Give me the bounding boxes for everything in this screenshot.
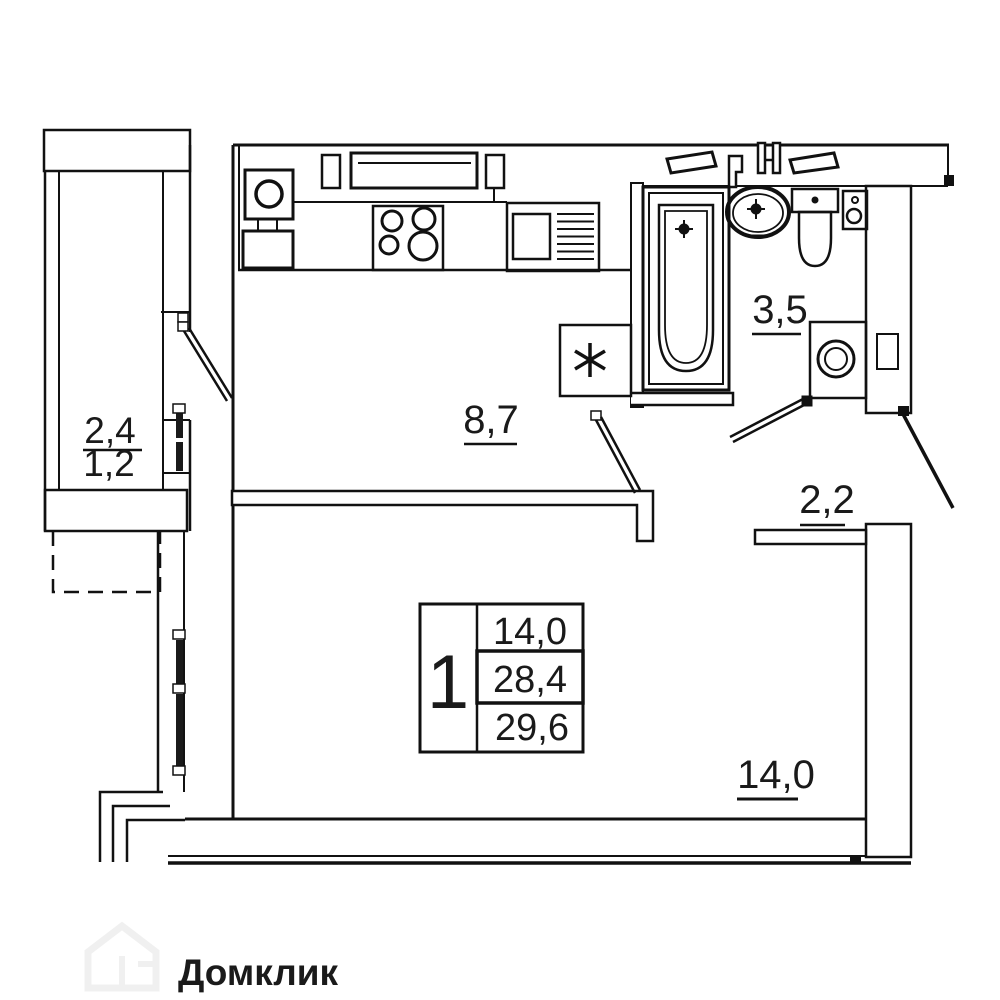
fridge-asterisk-icon — [574, 343, 606, 377]
stamp-living-area: 14,0 — [493, 611, 567, 653]
balcony-door-leaf — [182, 327, 234, 402]
kitchen-window-unit — [349, 151, 479, 190]
room-labels: 8,7 3,5 2,2 14,0 2,4 1,2 — [83, 288, 855, 801]
bathroom-door — [729, 395, 813, 444]
upper-cabinet-left — [320, 153, 342, 190]
watermark: Домклик — [84, 921, 339, 993]
balcony-reduced-area-label: 1,2 — [83, 443, 134, 484]
water-heater-icon — [841, 189, 869, 231]
fridge — [558, 323, 633, 398]
bathroom-area-label: 3,5 — [752, 288, 808, 332]
right-wall-upper — [864, 184, 913, 415]
bathroom-door-hinge — [801, 395, 813, 407]
balcony-door-hinge — [177, 312, 189, 323]
counter-drainer — [505, 201, 601, 273]
kitchen-sink — [241, 168, 295, 270]
bathtub-icon — [641, 185, 731, 392]
bathroom-west-wall — [630, 182, 644, 408]
bathroom-south-wall — [631, 391, 735, 407]
toilet-icon — [790, 187, 840, 268]
washbasin-icon — [725, 185, 791, 239]
watermark-house-icon — [84, 921, 160, 992]
stamp-total-area: 28,4 — [493, 659, 567, 701]
balcony-bottom-slab — [43, 488, 189, 533]
kitchen-door — [590, 410, 642, 494]
top-right-wall-tick — [944, 175, 954, 186]
stamp-outline — [418, 602, 585, 754]
stamp-total-row-box — [475, 649, 585, 705]
right-wall — [864, 184, 913, 859]
kitchen-fixtures — [238, 151, 633, 398]
bottom-wall — [168, 817, 911, 865]
stamp-total-area-with-summer: 29,6 — [495, 707, 569, 749]
hallway-living-wall — [753, 528, 868, 546]
top-wall-fixtures — [665, 141, 840, 189]
shelf-right-icon — [788, 151, 840, 175]
apartment-stamp: 1 14,0 28,4 29,6 — [418, 602, 585, 754]
living-room-area-label: 14,0 — [737, 753, 815, 797]
bathroom-fixtures — [641, 185, 869, 400]
bathtub-faucet — [675, 220, 693, 238]
entrance-door-leaf — [901, 413, 955, 509]
balcony-below-dashed-outline — [51, 531, 162, 594]
shelf-left-icon — [665, 150, 718, 175]
balcony-area-label: 2,4 — [84, 410, 135, 451]
stove — [371, 204, 445, 272]
kitchen-area-label: 8,7 — [463, 398, 519, 442]
right-wall-lower — [864, 522, 913, 859]
living-room-window — [172, 629, 186, 776]
left-wall — [156, 145, 240, 820]
wall-niche — [876, 333, 899, 370]
washing-machine-icon — [808, 320, 868, 400]
kitchen-living-divider — [230, 489, 655, 543]
watermark-house-detail — [119, 956, 156, 988]
entrance-door-hinge — [898, 406, 909, 416]
stamp-rooms-count: 1 — [427, 640, 469, 725]
kitchen-door-hinge — [590, 410, 602, 421]
hallway-area-label: 2,2 — [799, 478, 855, 522]
balcony-structure — [42, 128, 192, 594]
watermark-brand: Домклик — [178, 952, 339, 993]
towel-dryer-icon — [756, 141, 782, 175]
entrance-door — [898, 406, 955, 509]
bottom-left-steps — [98, 790, 185, 862]
bottom-wall-tick — [850, 855, 861, 864]
kitchen-balcony-window — [172, 403, 186, 471]
